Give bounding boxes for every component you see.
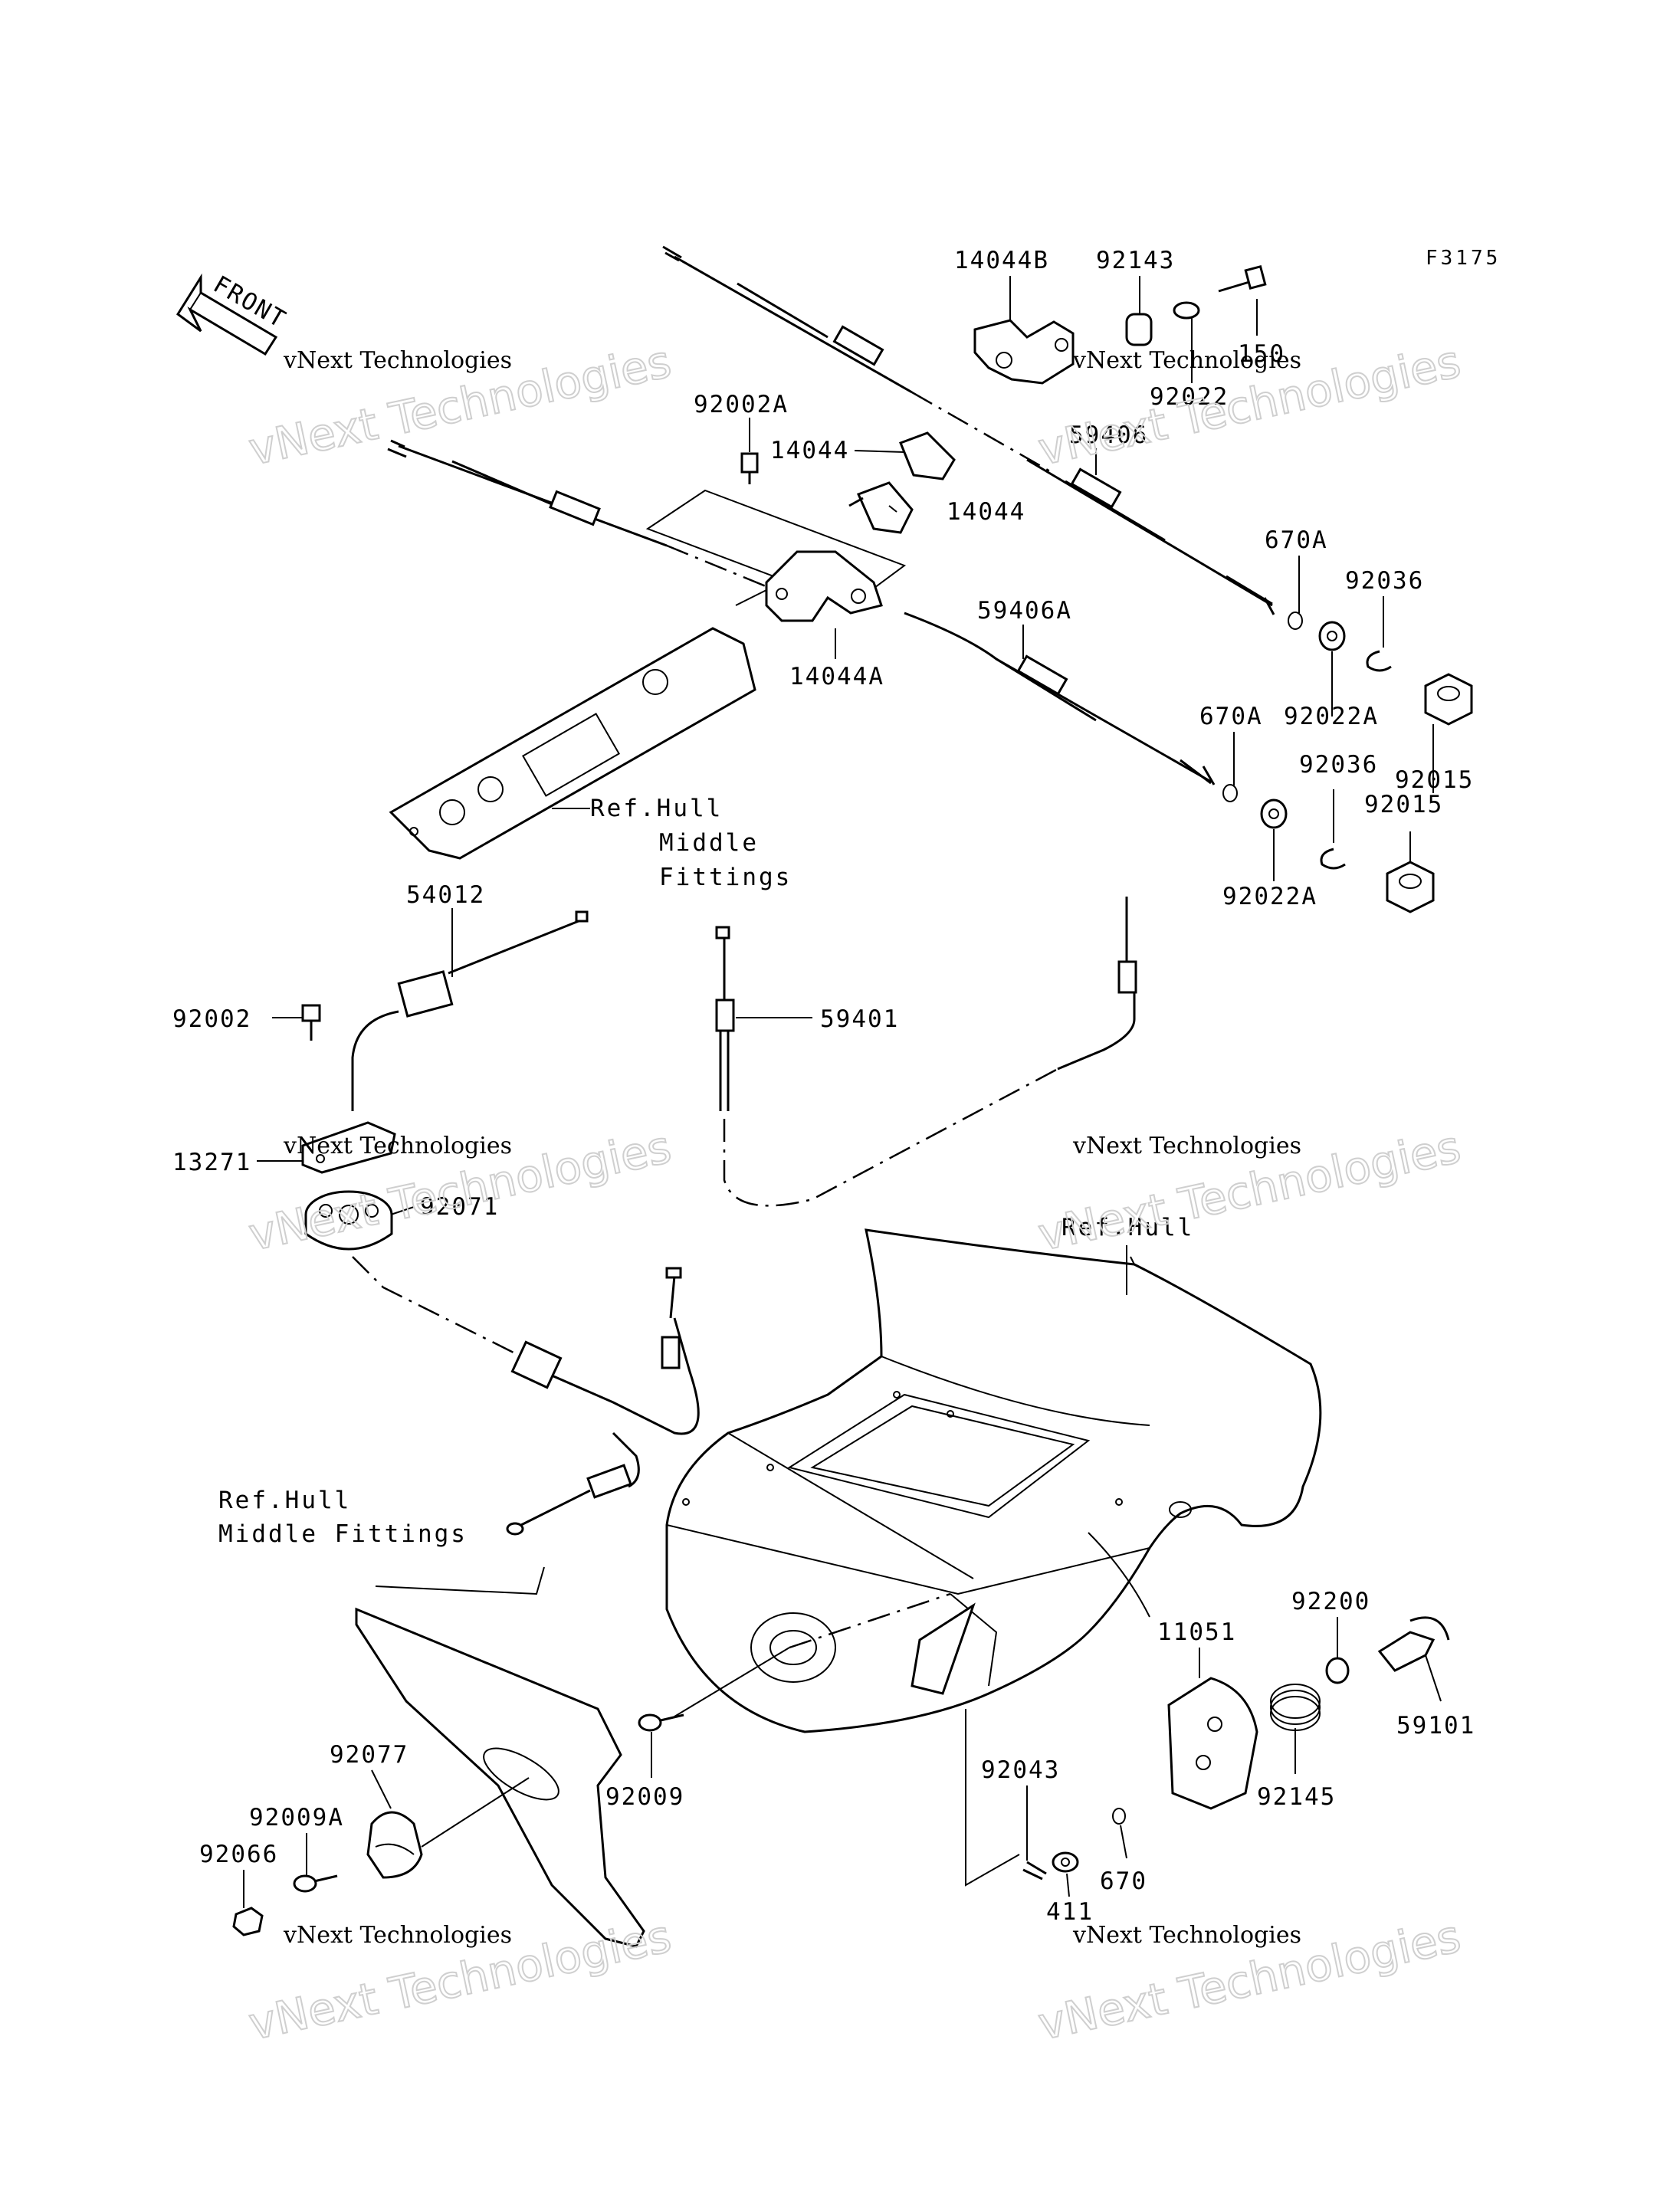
cover-11051 <box>1167 1677 1258 1810</box>
part-label-59406: 59406 <box>1069 421 1148 449</box>
part-label-59101: 59101 <box>1396 1712 1475 1740</box>
hull-body <box>665 1228 1322 1733</box>
cable-59406A <box>904 612 1216 785</box>
cable-59401 <box>715 897 1137 1111</box>
part-label-13271: 13271 <box>172 1149 251 1176</box>
ref-hull-middle-fittings-bottom-line2: Middle Fittings <box>218 1520 468 1548</box>
part-label-14044B: 14044B <box>954 247 1049 274</box>
front-arrow-label: FRONT <box>208 271 290 334</box>
bolt-92002 <box>301 1004 321 1041</box>
part-label-411: 411 <box>1046 1898 1094 1926</box>
cable-path-4 <box>352 1256 522 1358</box>
part-label-92022A-upper: 92022A <box>1284 703 1379 730</box>
bracket-14044B <box>973 319 1075 385</box>
part-label-92043: 92043 <box>981 1756 1060 1784</box>
nut-92066 <box>232 1907 264 1936</box>
washer-92022A-lower <box>1260 798 1288 829</box>
cap-92077 <box>366 1811 423 1879</box>
o-ring-670A-upper <box>1288 612 1303 630</box>
part-label-92015-lower: 92015 <box>1364 791 1443 818</box>
o-ring-670A-lower <box>1222 784 1238 802</box>
part-label-670: 670 <box>1100 1867 1147 1895</box>
cable-lower-loop <box>506 1267 700 1536</box>
cable-54012 <box>351 910 589 1111</box>
nut-92015-lower <box>1386 861 1435 913</box>
hull-middle-fittings-panel <box>389 627 756 860</box>
part-label-92009: 92009 <box>605 1783 684 1811</box>
clip-92036-lower <box>1320 848 1346 870</box>
part-label-92015-upper: 92015 <box>1395 766 1474 794</box>
clip-92036-upper <box>1366 650 1392 672</box>
part-label-92009A: 92009A <box>249 1804 344 1831</box>
part-label-92066: 92066 <box>199 1841 278 1868</box>
part-labels: 14044B 92143 150 92022 92002A 14044 1404… <box>172 247 1475 1926</box>
reference-labels: Ref.Hull Middle Fittings Ref.Hull Ref.Hu… <box>218 795 1194 1548</box>
clamp-14044-lower <box>848 481 914 534</box>
part-label-92143: 92143 <box>1096 247 1175 274</box>
part-label-92002A: 92002A <box>694 391 789 418</box>
part-label-92145: 92145 <box>1257 1783 1336 1811</box>
watermark-small-2: vNext Technologies <box>1072 347 1301 374</box>
screw-92009A <box>293 1874 338 1893</box>
part-label-92036-lower: 92036 <box>1299 751 1378 779</box>
part-label-92071: 92071 <box>420 1193 499 1221</box>
part-label-92077: 92077 <box>330 1741 409 1769</box>
watermark-small-4: vNext Technologies <box>1072 1133 1301 1159</box>
cable-path-1 <box>911 391 1051 473</box>
part-label-92036-upper: 92036 <box>1345 567 1424 595</box>
ref-hull-middle-fittings-line3: Fittings <box>659 864 792 891</box>
front-arrow-icon: FRONT <box>176 271 291 356</box>
cable-path-3 <box>723 1067 1058 1207</box>
part-label-92002: 92002 <box>172 1005 251 1033</box>
throttle-cable-lower <box>387 439 668 547</box>
part-label-92022A-lower: 92022A <box>1222 883 1317 910</box>
o-ring-670 <box>1112 1808 1126 1825</box>
part-label-14044A: 14044A <box>789 663 884 690</box>
washer-411 <box>1052 1851 1079 1873</box>
throttle-cable-upper <box>662 245 913 394</box>
washer-92200 <box>1325 1657 1350 1684</box>
spring-92145 <box>1270 1684 1321 1731</box>
leader-lines <box>243 276 1442 1908</box>
part-label-92200: 92200 <box>1291 1588 1370 1615</box>
bolt-92002A <box>740 452 759 484</box>
screw-92009 <box>638 1713 684 1732</box>
part-label-59401: 59401 <box>820 1005 899 1033</box>
ref-hull-middle-fittings-line2: Middle <box>659 829 759 857</box>
part-label-14044-lower: 14044 <box>947 498 1025 526</box>
knob-59101 <box>1377 1616 1450 1672</box>
watermark-small-5: vNext Technologies <box>283 1922 512 1949</box>
part-label-59406A: 59406A <box>977 597 1072 625</box>
clip-92043 <box>1022 1861 1047 1881</box>
ref-hull-middle-fittings-line1: Ref.Hull <box>590 795 723 822</box>
part-label-670A-upper: 670A <box>1265 526 1328 554</box>
watermark-small-3: vNext Technologies <box>283 1133 512 1159</box>
part-label-92022: 92022 <box>1150 383 1229 411</box>
watermark-small-1: vNext Technologies <box>283 347 512 374</box>
bolt-150 <box>1218 264 1267 293</box>
ref-hull: Ref.Hull <box>1061 1214 1194 1241</box>
watermark-small-6: vNext Technologies <box>1072 1922 1301 1949</box>
plate-13271 <box>301 1121 396 1174</box>
hull-middle-fittings-lower <box>355 1607 645 1948</box>
part-label-11051: 11051 <box>1157 1618 1236 1646</box>
part-label-670A-lower: 670A <box>1199 703 1263 730</box>
bracket-14044A <box>765 550 883 622</box>
part-label-150: 150 <box>1238 340 1285 368</box>
part-label-14044-upper: 14044 <box>770 437 849 464</box>
ref-hull-middle-fittings-bottom-line1: Ref.Hull <box>218 1487 351 1514</box>
collar-92143 <box>1125 313 1153 346</box>
washer-92022A-upper <box>1318 621 1346 651</box>
part-label-54012: 54012 <box>406 881 485 909</box>
washer-92022 <box>1173 301 1200 320</box>
grommet-92071 <box>304 1190 393 1251</box>
figure-code: F3175 <box>1426 247 1501 270</box>
nut-92015-upper <box>1424 673 1473 726</box>
cable-59406 <box>1026 458 1275 615</box>
clamp-14044-upper <box>899 431 956 480</box>
